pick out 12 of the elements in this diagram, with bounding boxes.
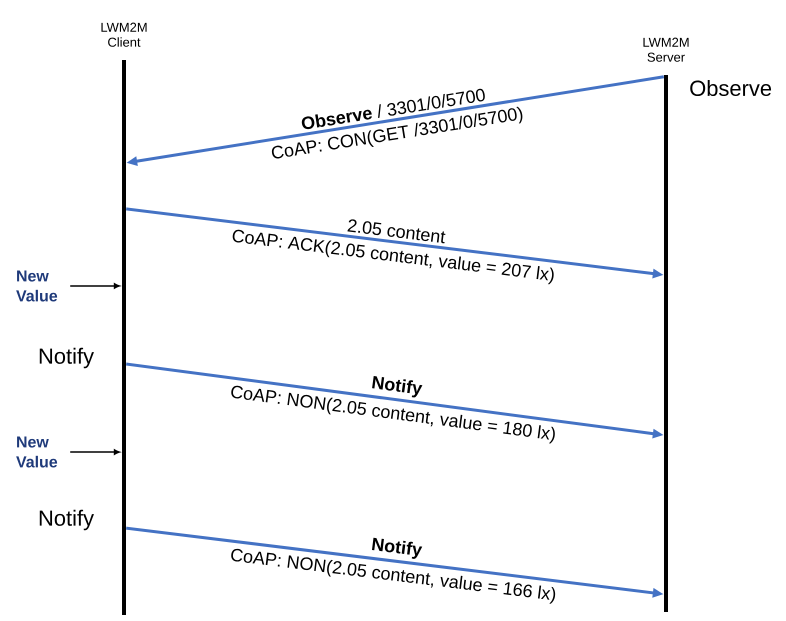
step-label: Observe	[690, 80, 772, 96]
edge-label: Notify	[372, 538, 422, 559]
participant-label: LWM2M Server	[643, 38, 689, 62]
event-label: New Value	[16, 436, 58, 468]
edge-label: Notify	[372, 376, 422, 398]
step-label: Notify	[40, 348, 94, 368]
participant-label: LWM2M Client	[101, 22, 147, 47]
event-label: New Value	[16, 270, 58, 302]
arrow	[70, 283, 120, 289]
step-label: Notify	[40, 510, 94, 530]
edge-label: 2.05 content	[348, 219, 446, 244]
arrow	[70, 449, 120, 455]
